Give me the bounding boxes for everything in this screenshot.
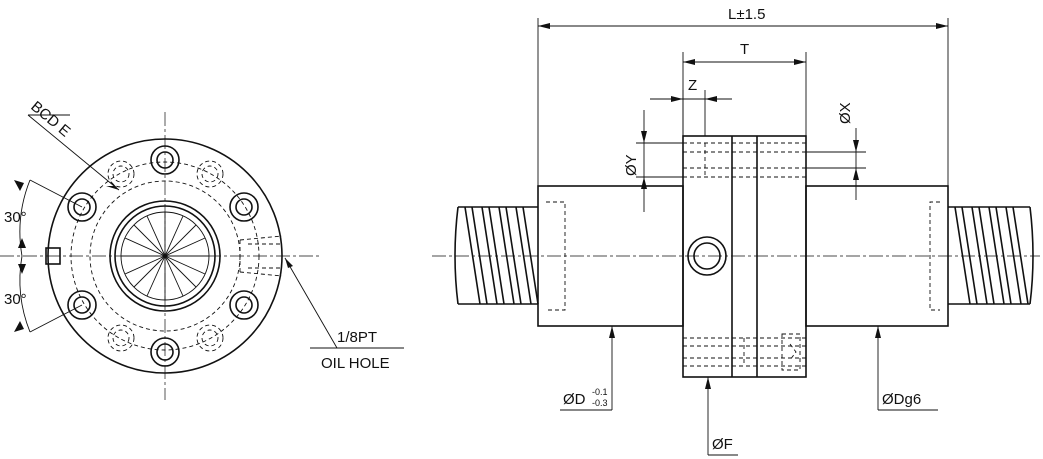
mounting-holes [67, 145, 259, 367]
flange-hidden-holes [683, 142, 806, 371]
angle-label-top: 30° [4, 209, 27, 226]
oil-hole-hidden [239, 235, 283, 277]
bcd-label: BCD E [27, 98, 73, 140]
dimension-t: T [682, 41, 807, 136]
flange-outer-circle [47, 138, 283, 374]
angle-dimensions: 30° 30° [4, 179, 83, 333]
bore-mid-circle [114, 205, 216, 307]
oil-hole-circle-inner [693, 242, 721, 270]
dimension-x: ØX [806, 102, 866, 200]
bolt-circle [70, 161, 260, 351]
oil-hole-leader: 1/8PT OIL HOLE [284, 257, 404, 372]
dimension-l-label: L±1.5 [728, 6, 765, 23]
bore-outer-circle [109, 200, 221, 312]
bcd-leader: BCD E [27, 98, 120, 191]
dimension-f: ØF [705, 377, 738, 456]
dimension-d-tolerance-lower: -0.3 [592, 398, 608, 408]
dimension-l: L±1.5 [537, 6, 949, 186]
dimension-d-label: ØD [563, 391, 586, 408]
flange-end-view: BCD E 30° 30° 1/8PT OIL HOLE [0, 98, 404, 400]
oil-hole-circle-outer [687, 236, 727, 276]
dimension-d: ØD -0.1 -0.3 [560, 326, 615, 411]
dimension-x-label: ØX [837, 102, 854, 124]
angle-label-bottom: 30° [4, 291, 27, 308]
left-screw-thread [454, 206, 539, 305]
dimension-y-label: ØY [623, 154, 640, 176]
nut-side-view: L±1.5 T Z ØX [432, 6, 1040, 456]
dimension-z: Z [650, 77, 732, 136]
dimension-t-label: T [740, 41, 749, 58]
mounting-hole-lower-right [229, 290, 259, 320]
dimension-y: ØY [623, 110, 683, 212]
dimension-dg6: ØDg6 [875, 326, 938, 411]
mounting-hole-upper-left [67, 192, 97, 222]
mounting-hole-top [150, 145, 180, 175]
dimension-z-label: Z [688, 77, 697, 94]
right-screw-thread [948, 206, 1034, 305]
oil-hole-thread-label: 1/8PT [337, 329, 377, 346]
hidden-holes [107, 160, 224, 352]
dimension-f-label: ØF [712, 436, 733, 453]
dimension-dg6-label: ØDg6 [882, 391, 921, 408]
bore-radial-lines [121, 212, 209, 300]
mounting-hole-lower-left [67, 290, 97, 320]
flange [682, 135, 807, 378]
mounting-hole-upper-right [229, 192, 259, 222]
oil-hole-label: OIL HOLE [321, 355, 390, 372]
dimension-d-tolerance-upper: -0.1 [592, 387, 608, 397]
mounting-hole-bottom [150, 337, 180, 367]
key-notch [45, 247, 61, 265]
